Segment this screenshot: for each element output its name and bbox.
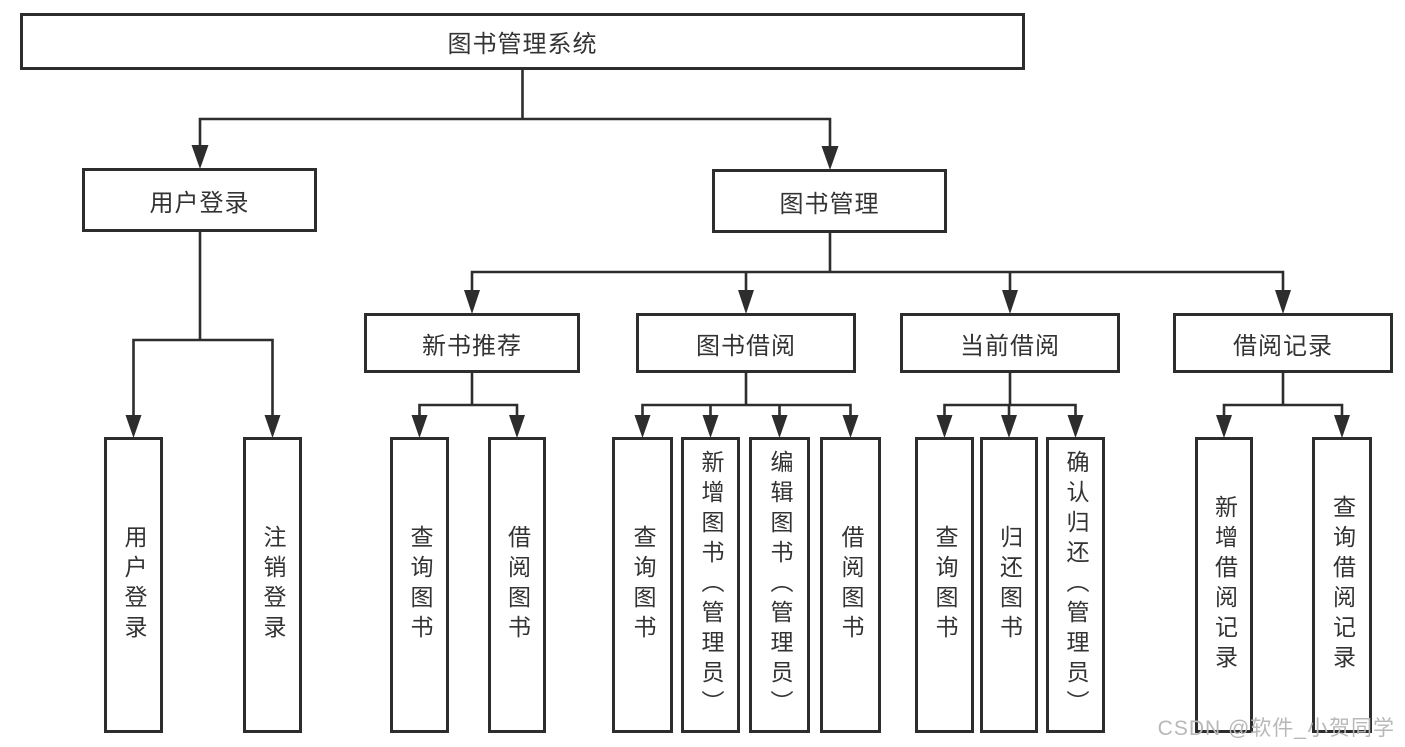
leaf-query-books-current-label: 查询图书 xyxy=(932,525,958,645)
leaf-query-borrow-record-label: 查询借阅记录 xyxy=(1329,495,1356,675)
node-user-login-label: 用户登录 xyxy=(149,189,250,217)
leaf-logout: 注销登录 xyxy=(243,437,302,733)
leaf-borrow-books-recommend-label: 借阅图书 xyxy=(504,525,531,645)
leaf-confirm-return-admin-label: 确认归还（管理员） xyxy=(1063,450,1089,720)
leaf-add-books-admin: 新增图书（管理员） xyxy=(681,437,740,733)
connector-root-branch xyxy=(191,68,839,170)
leaf-query-borrow-record: 查询借阅记录 xyxy=(1312,437,1372,733)
connector-book-mgmt-branch xyxy=(464,231,1291,314)
node-new-book-recommend: 新书推荐 xyxy=(364,313,580,373)
node-user-login: 用户登录 xyxy=(82,168,317,232)
leaf-borrow-books-recommend: 借阅图书 xyxy=(488,437,546,733)
leaf-edit-books-admin: 编辑图书（管理员） xyxy=(749,437,810,733)
leaf-user-login: 用户登录 xyxy=(104,437,163,733)
leaf-borrow-books-borrowing: 借阅图书 xyxy=(820,437,881,733)
node-root-label: 图书管理系统 xyxy=(447,31,598,58)
node-new-book-recommend-label: 新书推荐 xyxy=(422,332,522,360)
node-borrowing-records-label: 借阅记录 xyxy=(1233,332,1333,360)
leaf-return-books: 归还图书 xyxy=(980,437,1038,733)
leaf-query-books-current: 查询图书 xyxy=(915,437,974,733)
leaf-add-books-admin-label: 新增图书（管理员） xyxy=(698,450,724,720)
node-book-borrowing-label: 图书借阅 xyxy=(696,332,796,360)
leaf-user-login-label: 用户登录 xyxy=(121,525,147,645)
connector-new-book-rec-branch xyxy=(411,371,525,438)
connector-current-borrow-branch xyxy=(936,371,1084,438)
leaf-query-books-recommend: 查询图书 xyxy=(390,437,449,733)
node-book-management: 图书管理 xyxy=(712,169,947,233)
watermark-text: CSDN @软件_小贺同学 xyxy=(1157,717,1395,740)
leaf-return-books-label: 归还图书 xyxy=(996,525,1023,645)
leaf-query-books-borrowing-label: 查询图书 xyxy=(630,525,656,645)
leaf-query-books-recommend-label: 查询图书 xyxy=(407,525,433,645)
leaf-query-books-borrowing: 查询图书 xyxy=(612,437,673,733)
leaf-edit-books-admin-label: 编辑图书（管理员） xyxy=(767,450,793,720)
node-book-borrowing: 图书借阅 xyxy=(636,313,856,373)
node-current-borrowing: 当前借阅 xyxy=(900,313,1120,373)
leaf-add-borrow-record-label: 新增借阅记录 xyxy=(1211,495,1238,675)
connector-book-borrow-branch xyxy=(634,371,859,438)
node-borrowing-records: 借阅记录 xyxy=(1173,313,1393,373)
node-current-borrowing-label: 当前借阅 xyxy=(960,332,1060,360)
leaf-logout-label: 注销登录 xyxy=(260,525,286,645)
leaf-add-borrow-record: 新增借阅记录 xyxy=(1195,437,1253,733)
leaf-borrow-books-borrowing-label: 借阅图书 xyxy=(838,525,864,645)
connector-borrow-records-branch xyxy=(1216,371,1350,438)
node-root: 图书管理系统 xyxy=(20,13,1025,70)
connector-user-login-branch xyxy=(125,230,281,438)
node-book-management-label: 图书管理 xyxy=(779,190,880,218)
leaf-confirm-return-admin: 确认归还（管理员） xyxy=(1046,437,1105,733)
